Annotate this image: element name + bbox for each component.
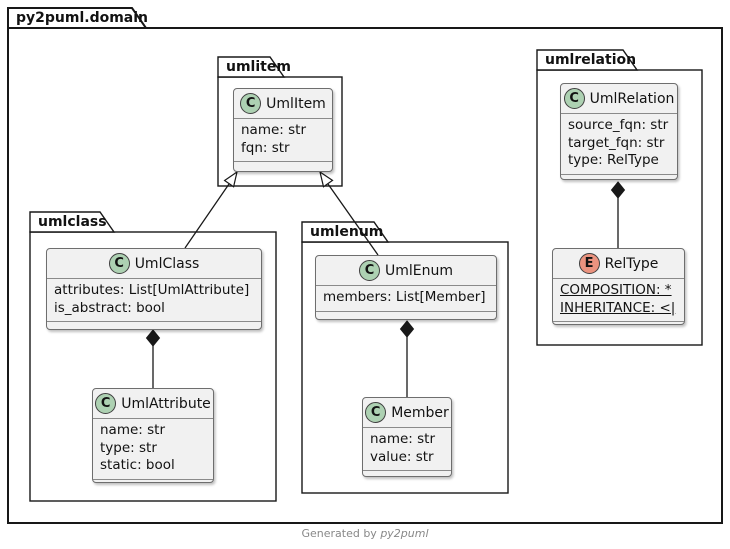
package-tab-root <box>7 7 148 29</box>
class-box-umlitem: C UmlItem name: str fqn: str <box>233 88 333 172</box>
enum-member: COMPOSITION: * <box>560 282 672 298</box>
class-attributes: attributes: List[UmlAttribute] is_abstra… <box>47 278 261 321</box>
class-methods-empty <box>93 478 213 483</box>
class-box-umlrelation: C UmlRelation source_fqn: str target_fqn… <box>560 83 678 180</box>
enum-name: RelType <box>604 255 659 272</box>
class-header: C Member <box>363 398 451 427</box>
class-methods-empty <box>561 173 677 180</box>
generated-by-note: Generated by py2puml <box>0 527 730 540</box>
class-header: C UmlEnum <box>316 256 496 285</box>
package-label-umlenum: umlenum <box>310 224 384 240</box>
generated-by-text: Generated by <box>301 527 381 540</box>
class-icon: C <box>365 402 387 423</box>
class-name: Member <box>391 404 449 421</box>
class-icon: C <box>563 88 585 109</box>
attribute: name: str <box>241 122 307 138</box>
composition-diamond-umlrelation <box>610 181 626 199</box>
class-attributes: source_fqn: str target_fqn: str type: Re… <box>561 113 677 174</box>
attribute: target_fqn: str <box>568 134 665 151</box>
class-box-umlattribute: C UmlAttribute name: str type: str stati… <box>92 388 214 483</box>
composition-diamond-umlenum <box>399 320 415 338</box>
class-header: C UmlRelation <box>561 84 677 113</box>
enum-header: E RelType <box>553 249 684 278</box>
inheritance-line-umlenum <box>327 183 379 256</box>
class-attributes: members: List[Member] <box>316 285 496 311</box>
class-name: UmlItem <box>266 95 326 112</box>
class-icon: C <box>108 253 130 274</box>
class-methods-empty <box>363 470 451 476</box>
class-icon: C <box>240 93 262 114</box>
class-box-umlenum: C UmlEnum members: List[Member] <box>315 255 497 320</box>
class-header: C UmlItem <box>234 89 332 118</box>
attribute: source_fqn: str <box>568 117 669 133</box>
package-tab-umlclass <box>29 211 116 233</box>
class-attributes: name: str fqn: str <box>234 118 332 161</box>
attribute: value: str <box>370 448 434 465</box>
class-name: UmlClass <box>134 255 200 272</box>
inheritance-line-umlclass <box>184 183 230 249</box>
attribute: name: str <box>370 431 436 447</box>
enum-icon: E <box>578 253 600 274</box>
package-label-umlitem: umlitem <box>226 59 291 75</box>
class-header: C UmlAttribute <box>93 389 213 418</box>
attribute: members: List[Member] <box>323 289 486 305</box>
generator-brand: py2puml <box>380 527 429 540</box>
attribute: is_abstract: bool <box>54 299 165 316</box>
attribute: static: bool <box>100 457 175 473</box>
class-name: UmlEnum <box>384 262 453 279</box>
attribute: attributes: List[UmlAttribute] <box>54 282 250 298</box>
class-name: UmlAttribute <box>121 395 211 412</box>
attribute: name: str <box>100 422 166 438</box>
enum-box-reltype: E RelType COMPOSITION: * INHERITANCE: <| <box>552 248 685 325</box>
inheritance-arrowhead-umlclass <box>223 170 238 188</box>
package-tab-umlitem <box>217 56 286 78</box>
class-attributes: name: str type: str static: bool <box>93 418 213 479</box>
class-header: C UmlClass <box>47 249 261 278</box>
package-label-root: py2puml.domain <box>16 10 149 26</box>
enum-footer-empty <box>553 321 684 325</box>
attribute: fqn: str <box>241 139 290 156</box>
enum-members: COMPOSITION: * INHERITANCE: <| <box>553 278 684 321</box>
class-methods-empty <box>234 161 332 171</box>
class-box-umlclass: C UmlClass attributes: List[UmlAttribute… <box>46 248 262 330</box>
class-attributes: name: str value: str <box>363 427 451 470</box>
composition-diamond-umlclass <box>145 329 161 347</box>
class-methods-empty <box>47 321 261 329</box>
class-name: UmlRelation <box>589 90 675 107</box>
class-box-member: C Member name: str value: str <box>362 397 452 477</box>
attribute: type: str <box>100 439 157 456</box>
package-label-umlclass: umlclass <box>38 214 107 230</box>
package-tab-umlenum <box>301 221 390 243</box>
class-methods-empty <box>316 310 496 320</box>
enum-member: INHERITANCE: <| <box>560 299 676 316</box>
class-icon: C <box>358 260 380 281</box>
inheritance-arrowhead-umlenum <box>319 170 334 188</box>
package-tab-umlrelation <box>536 49 639 71</box>
attribute: type: RelType <box>568 152 659 168</box>
package-label-umlrelation: umlrelation <box>545 52 637 68</box>
class-icon: C <box>95 393 117 414</box>
